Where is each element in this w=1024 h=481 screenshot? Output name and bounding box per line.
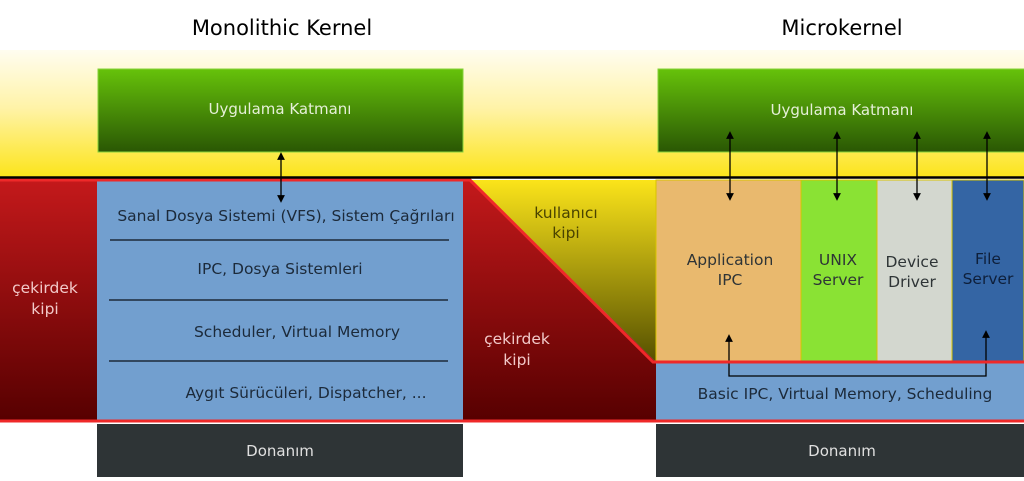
- server-unix-server-label-line1: UNIX: [819, 251, 858, 269]
- server-device-driver: [876, 179, 953, 363]
- left-kernel-mode-label-line2: kipi: [31, 300, 58, 318]
- user-mode-label-line2: kipi: [552, 224, 579, 242]
- kernel-layer-ipc: IPC, Dosya Sistemleri: [197, 260, 362, 278]
- monolithic-kernel-title: Monolithic Kernel: [192, 16, 372, 40]
- kernel-layer-vfs: Sanal Dosya Sistemi (VFS), Sistem Çağrıl…: [117, 207, 454, 225]
- middle-kernel-mode-label-line1: çekirdek: [484, 330, 550, 348]
- user-mode-label-line1: kullanıcı: [534, 204, 597, 222]
- server-file-server-label-line1: File: [975, 250, 1001, 268]
- microkernel-application-layer-label: Uygulama Katmanı: [771, 101, 914, 119]
- microkernel-hardware-box: [656, 424, 1024, 477]
- microkernel-hardware-label: Donanım: [808, 442, 876, 460]
- monolithic-kernel-box: [97, 181, 463, 421]
- kernel-layer-drivers: Aygıt Sürücüleri, Dispatcher, ...: [185, 384, 426, 402]
- microkernel-core-label: Basic IPC, Virtual Memory, Scheduling: [698, 385, 993, 403]
- server-application-ipc-label-line1: Application: [687, 251, 774, 269]
- server-file-server-label-line2: Server: [963, 270, 1014, 288]
- middle-kernel-mode-label-line2: kipi: [503, 351, 530, 369]
- monolithic-application-layer: [97, 68, 464, 153]
- server-device-driver-label-line1: Device: [885, 253, 938, 271]
- server-unix-server-label-line2: Server: [813, 271, 864, 289]
- monolithic-application-layer-label: Uygulama Katmanı: [209, 100, 352, 118]
- server-application-ipc-label-line2: IPC: [718, 271, 743, 289]
- monolithic-hardware-label: Donanım: [246, 442, 314, 460]
- monolithic-hardware-box: [97, 424, 463, 477]
- microkernel-title: Microkernel: [781, 16, 902, 40]
- left-kernel-mode-label-line1: çekirdek: [12, 279, 78, 297]
- server-device-driver-label-line2: Driver: [888, 273, 936, 291]
- ipc-arrow: [725, 330, 990, 377]
- kernel-user-boundary-line: [0, 178, 1024, 364]
- microkernel-core-box: [656, 363, 1024, 421]
- microkernel-application-layer: [657, 68, 1024, 153]
- transition-kernel-mode-region: [463, 180, 656, 422]
- kernel-layer-scheduler: Scheduler, Virtual Memory: [194, 323, 400, 341]
